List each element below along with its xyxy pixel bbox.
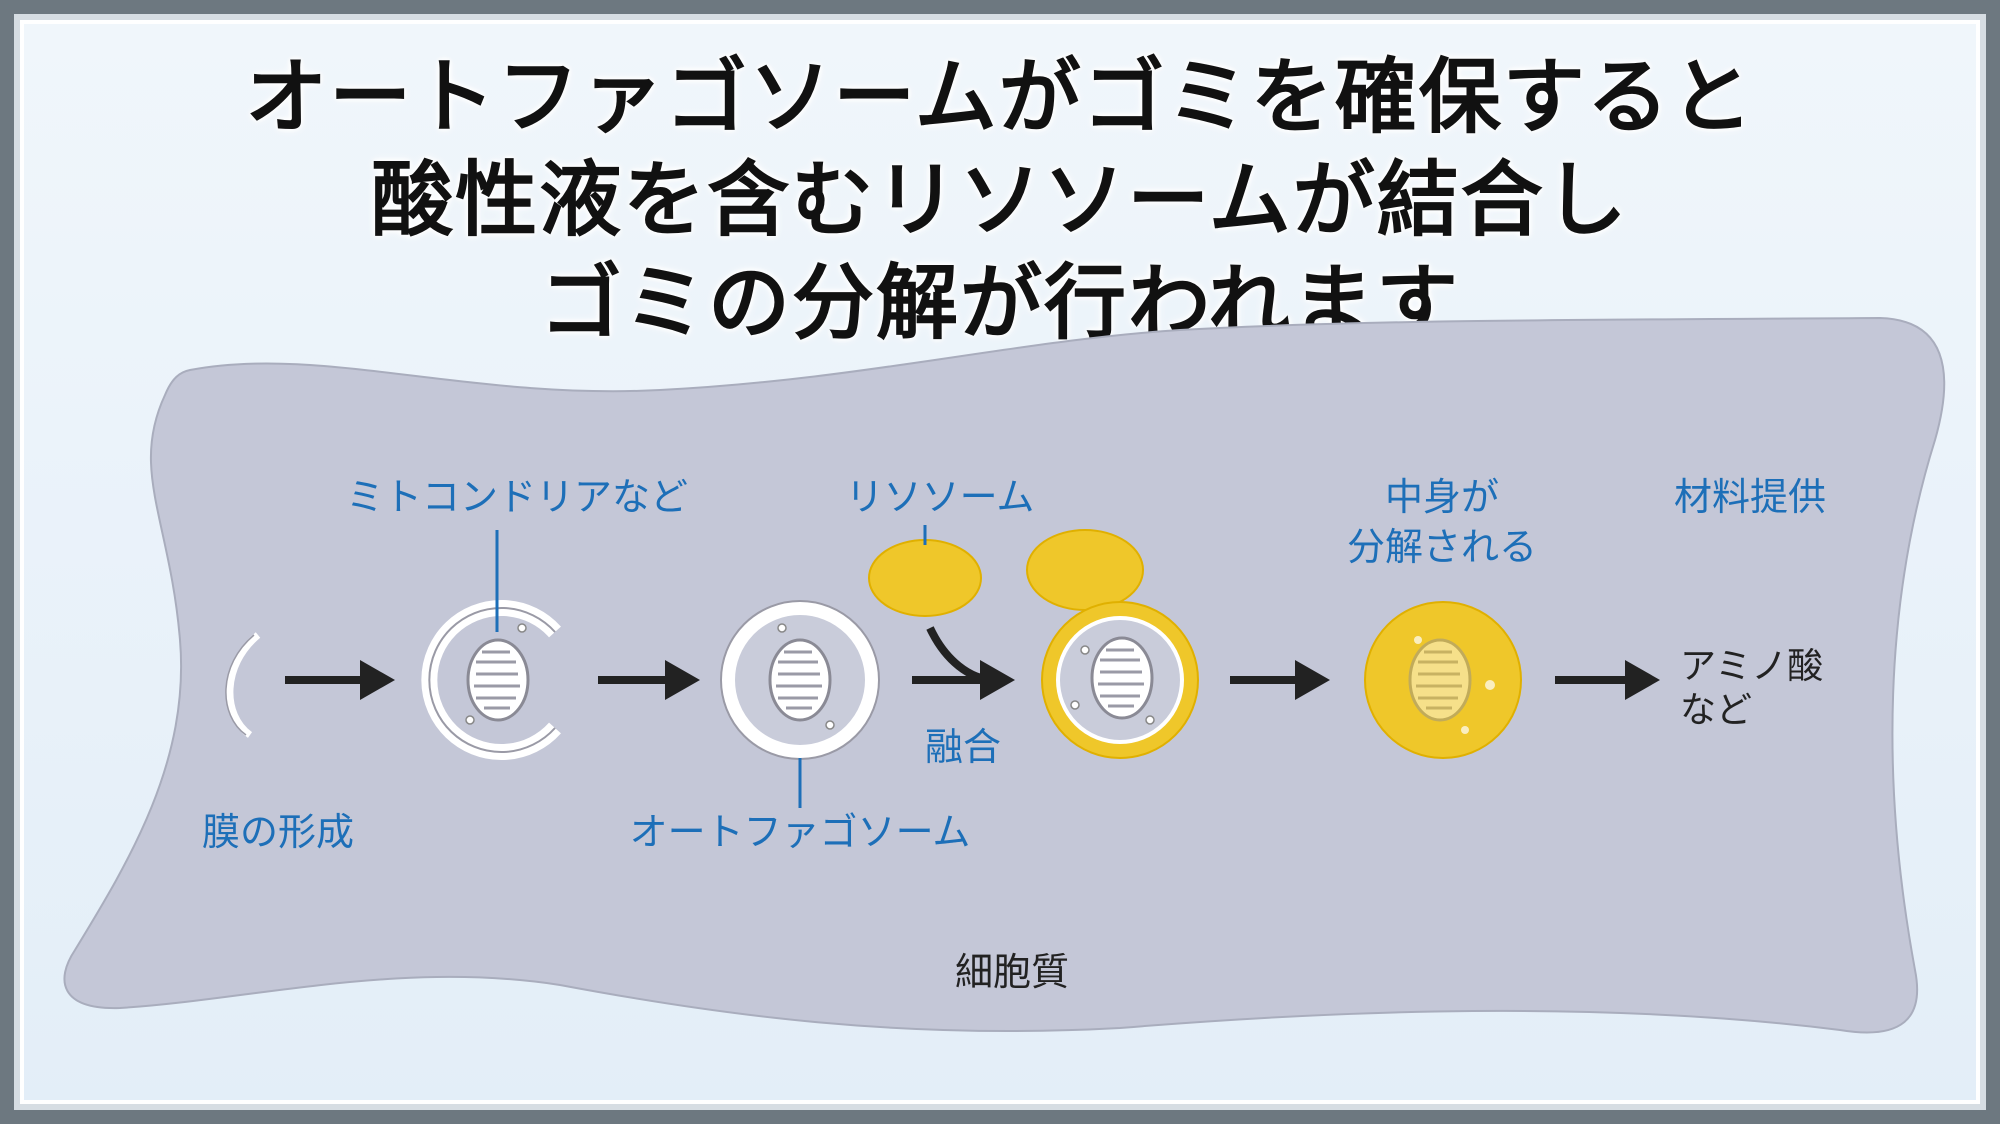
autophagosome bbox=[720, 600, 880, 760]
arrow-2 bbox=[598, 660, 700, 700]
label-decomposed-2: 分解される bbox=[1347, 525, 1537, 569]
membrane-fragment bbox=[226, 632, 261, 738]
label-amino-acid-1: アミノ酸 bbox=[1680, 646, 1823, 687]
title-line-2: 酸性液を含むリソソームが結合し bbox=[371, 153, 1629, 248]
arrow-fusion bbox=[912, 626, 1015, 700]
arrow-1 bbox=[285, 660, 395, 700]
arrow-3 bbox=[1230, 660, 1330, 700]
decomposing-lysosome bbox=[1364, 601, 1522, 759]
label-autophagosome: オートファゴソーム bbox=[630, 810, 971, 854]
label-decomposed-1: 中身が bbox=[1385, 475, 1499, 519]
label-fusion: 融合 bbox=[925, 725, 1001, 769]
label-lysosome: リソソーム bbox=[846, 475, 1035, 519]
arrow-4 bbox=[1555, 660, 1660, 700]
label-amino-acid-2: など bbox=[1680, 690, 1752, 731]
mitochondrion-icon bbox=[1090, 636, 1154, 720]
lysosome bbox=[868, 539, 982, 617]
label-cytoplasm: 細胞質 bbox=[955, 950, 1069, 994]
forming-autophagosome bbox=[421, 600, 561, 760]
mitochondrion-icon bbox=[768, 638, 832, 722]
title-line-1: オートファゴソームがゴミを確保すると bbox=[245, 50, 1755, 145]
label-membrane-formation: 膜の形成 bbox=[202, 810, 354, 854]
label-supply: 材料提供 bbox=[1674, 475, 1826, 519]
mitochondrion-icon bbox=[466, 638, 530, 722]
label-mitochondria: ミトコンドリアなど bbox=[346, 475, 688, 519]
fusing-autolysosome bbox=[1026, 529, 1199, 759]
